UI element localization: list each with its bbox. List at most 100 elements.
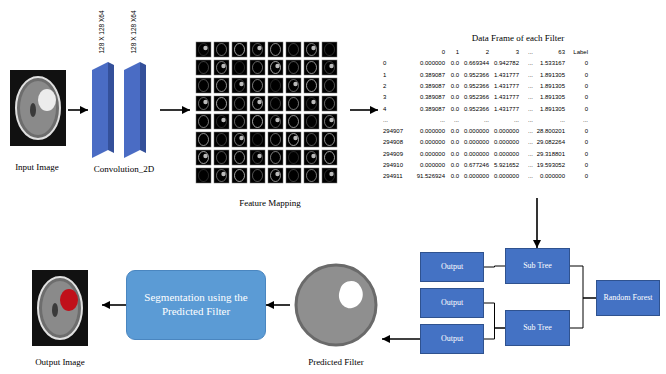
- feature-map-panel: Feature Mapping: [190, 38, 350, 210]
- flow-arrow: [382, 338, 420, 340]
- feature-map-ring: [235, 62, 245, 74]
- feature-map-ground: [286, 168, 301, 183]
- feature-map-cell: [286, 168, 301, 183]
- feature-map-ground: [250, 132, 265, 147]
- feature-map-ring: [289, 80, 299, 92]
- table-cell: 1: [456, 48, 459, 56]
- feature-map-ring: [199, 170, 209, 182]
- feature-map-cell: [214, 60, 229, 75]
- feature-map-ground: [268, 132, 283, 147]
- feature-map-spot: [203, 154, 207, 158]
- table-cell: 0.677246: [464, 161, 489, 169]
- table-cell: 0.952366: [464, 82, 489, 90]
- feature-map-cell: [214, 78, 229, 93]
- feature-map-ground: [232, 168, 247, 183]
- layer-label: 128 X 128 X64: [98, 10, 105, 53]
- feature-map-cell: [232, 60, 247, 75]
- flow-arrow: [160, 109, 190, 111]
- feature-map-ground: [322, 60, 337, 75]
- feature-map-ground: [322, 132, 337, 147]
- feature-map-cell: [304, 96, 319, 111]
- lesion: [38, 89, 56, 111]
- output-box: Output: [420, 324, 484, 354]
- feature-map-cell: [322, 60, 337, 75]
- table-cell: 0.0: [451, 127, 459, 135]
- table-cell: 294907: [383, 127, 403, 135]
- feature-map-cell: [250, 114, 265, 129]
- feature-map-ring: [253, 44, 263, 56]
- feature-map-ring: [271, 152, 281, 164]
- box-label: Output: [441, 334, 463, 343]
- input-image: Input Image: [6, 68, 68, 174]
- table-cell: ...: [560, 116, 565, 124]
- input-ct-image: [10, 70, 66, 146]
- feature-map-ring: [289, 116, 299, 128]
- panel-caption: Feature Mapping: [239, 198, 301, 209]
- process-box: Segmentation using the Predicted Filter: [126, 270, 266, 340]
- tree-link: [484, 266, 505, 267]
- feature-map-cell: [268, 78, 283, 93]
- feature-map-cell: [322, 168, 337, 183]
- table-cell: 3: [516, 48, 519, 56]
- table-cell: 0.000000: [494, 127, 519, 135]
- feature-map-spot: [257, 46, 261, 50]
- subtree-box: Sub Tree: [505, 248, 570, 284]
- feature-map-spot: [203, 100, 207, 104]
- feature-map-ring: [325, 44, 335, 56]
- table-cell: 1.431777: [494, 105, 519, 113]
- feature-map-cell: [214, 132, 229, 147]
- table-cell: 0.000000: [420, 127, 445, 135]
- feature-map-ground: [322, 78, 337, 93]
- feature-map-ring: [289, 152, 299, 164]
- feature-map-ground: [214, 60, 229, 75]
- table-cell: 294911: [383, 172, 403, 180]
- feature-map-ring: [307, 134, 317, 146]
- ventricle: [52, 303, 58, 317]
- feature-map-ring: [217, 134, 227, 146]
- feature-map-cell: [286, 60, 301, 75]
- brain: [42, 281, 78, 335]
- table-cell: ...: [528, 161, 533, 169]
- table-cell: Label: [573, 48, 588, 56]
- feature-map-ground: [196, 168, 211, 183]
- feature-map-cell: [196, 168, 211, 183]
- feature-map-cell: [214, 42, 229, 57]
- feature-map-cell: [250, 96, 265, 111]
- feature-map-cell: [322, 150, 337, 165]
- feature-map-cell: [250, 168, 265, 183]
- table-cell: 0.000000: [494, 172, 519, 180]
- feature-map-ring: [235, 44, 245, 56]
- feature-map-ring: [325, 62, 335, 74]
- feature-map-spot: [221, 172, 225, 176]
- feature-map-ground: [196, 60, 211, 75]
- feature-map-ring: [199, 44, 209, 56]
- feature-map-cell: [268, 132, 283, 147]
- table-cell: 0.000000: [464, 138, 489, 146]
- table-cell: 0: [585, 93, 588, 101]
- flow-arrow: [68, 109, 88, 111]
- feature-map-cell: [286, 96, 301, 111]
- table-cell: 0.0: [451, 172, 459, 180]
- table-cell: 0: [585, 82, 588, 90]
- feature-map-ring: [199, 98, 209, 110]
- feature-map-ground: [304, 114, 319, 129]
- table-cell: ...: [514, 116, 519, 124]
- predicted-filter: Predicted Filter: [290, 262, 382, 369]
- table-cell: 0.0: [451, 71, 459, 79]
- feature-map-ring: [253, 62, 263, 74]
- feature-map-ground: [268, 42, 283, 57]
- layer-label: Convolution_2D: [94, 165, 155, 175]
- feature-map-cell: [304, 42, 319, 57]
- table-cell: 3: [383, 93, 386, 101]
- feature-map-ring: [199, 152, 209, 164]
- feature-map-ground: [304, 150, 319, 165]
- conv-slab-side: [108, 62, 114, 153]
- feature-map-ground: [250, 150, 265, 165]
- process-label: Segmentation using the Predicted Filter: [137, 291, 255, 319]
- feature-map-ground: [214, 78, 229, 93]
- table-cell: 91.526924: [417, 172, 445, 180]
- feature-map-ground: [304, 168, 319, 183]
- table-cell: 0: [585, 161, 588, 169]
- tree-link: [484, 303, 505, 328]
- table-cell: 0.952366: [464, 105, 489, 113]
